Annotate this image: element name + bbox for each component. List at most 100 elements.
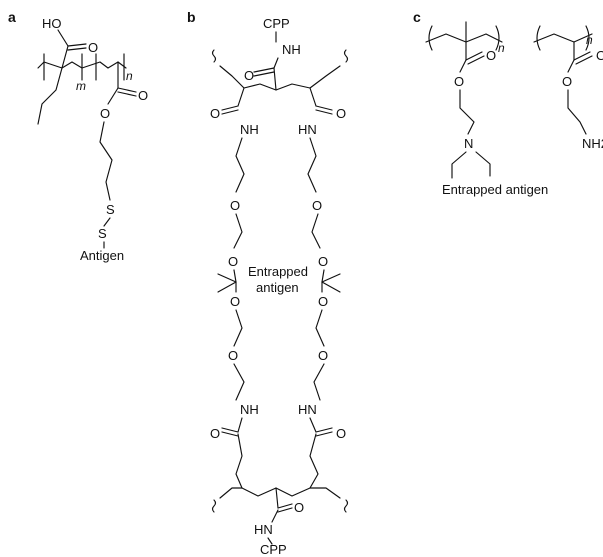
panel-b-bond-left-co2	[221, 109, 239, 115]
panel-b-wavy-bottom-left	[211, 499, 217, 513]
panel-b-bond-bottom-co2	[277, 507, 293, 513]
panel-b-bond-lb-co	[221, 427, 239, 433]
panel-b-bond-c-center	[273, 67, 277, 91]
panel-b-wavy-top-right	[343, 49, 349, 63]
panel-b-hn-bottom: HN	[254, 522, 273, 537]
panel-a-o1: O	[88, 40, 98, 55]
panel-a-s1: S	[106, 202, 115, 217]
panel-c-bracket-1b	[495, 25, 500, 51]
panel-b-right-ketal-up	[321, 269, 325, 283]
panel-b-nh-top: NH	[282, 42, 301, 57]
panel-c-bond-co-1b	[467, 55, 485, 65]
panel-c-bracket-1a	[428, 25, 433, 51]
panel-b-right-ketal-me2	[321, 281, 341, 293]
panel-a-linker	[99, 121, 113, 201]
panel-b-bond-lb-amide	[237, 417, 243, 433]
panel-b-right-chain-1	[307, 137, 317, 193]
panel-c-backbone-1	[425, 33, 503, 43]
panel-c-bond-co-2	[573, 51, 591, 61]
panel-b-bond-bottom-c	[275, 487, 279, 509]
panel-a-bond-co2	[67, 47, 87, 51]
panel-b-bond-hn-cpp	[267, 537, 273, 545]
panel-b-left-ketal-me2	[217, 281, 237, 293]
panel-b-right-chain-4	[313, 363, 325, 401]
panel-b-bond-bottom-hn	[271, 509, 279, 523]
panel-a-bond-co	[67, 43, 87, 47]
panel-b-o-right-amide: O	[336, 106, 346, 121]
panel-c-o4: O	[562, 74, 572, 89]
panel-c-n-amine: N	[464, 136, 473, 151]
panel-a-bond-co-ester	[117, 87, 137, 93]
panel-b-right-bottom-chain	[309, 433, 319, 489]
panel-b-left-ketal-up	[233, 269, 237, 283]
panel-c-ethyl-linker	[459, 89, 475, 135]
panel-b-nh-left: NH	[240, 122, 259, 137]
panel-a-n: n	[126, 69, 133, 83]
panel-c-o1: O	[486, 48, 496, 63]
panel-a-o2: O	[138, 88, 148, 103]
panel-b-o-r3: O	[318, 294, 328, 309]
panel-b-cpp-bottom: CPP	[260, 542, 287, 557]
panel-c-bond-co-2b	[575, 55, 593, 65]
panel-c-bond-co-1	[465, 51, 483, 61]
panel-b-bond-right-amide	[309, 87, 317, 107]
panel-b-o-r2: O	[318, 254, 328, 269]
panel-b-left-chain-2	[233, 213, 243, 249]
panel-b-left-bottom-chain	[235, 433, 243, 489]
panel-a-m: m	[76, 79, 86, 93]
panel-b-o-bottom: O	[294, 500, 304, 515]
panel-a-o3: O	[100, 106, 110, 121]
panel-b-bond-rb-co2	[315, 431, 333, 437]
panel-b-left-chain-1	[235, 137, 245, 193]
panel-c-backbone-2	[533, 33, 593, 43]
panel-a-label: a	[8, 9, 16, 25]
panel-b-bond-bottom-co	[277, 503, 293, 509]
panel-c-amine-linker	[567, 89, 587, 135]
panel-b-bond-rb-co	[315, 427, 333, 433]
panel-a: a m n HO O O O S S Antigen	[8, 9, 148, 263]
panel-c-label: c	[413, 9, 421, 25]
panel-b-right-ketal-me1	[321, 273, 341, 283]
panel-a-ho: HO	[42, 16, 62, 31]
panel-a-bond-o	[107, 87, 119, 105]
panel-c-ethyl-right	[475, 151, 491, 177]
panel-a-propyl	[37, 67, 63, 125]
panel-b-left-chain-4	[233, 363, 245, 401]
panel-b-hn-right: HN	[298, 122, 317, 137]
panel-c: c n O O N n O O NH2 Entrapped antigen	[413, 9, 603, 197]
panel-c-nh2: NH2	[582, 136, 603, 151]
panel-b-left-chain-3	[233, 309, 243, 347]
panel-a-antigen: Antigen	[80, 248, 124, 263]
panel-a-bond-oh	[57, 29, 69, 47]
panel-b-bond-right-co	[315, 105, 333, 111]
panel-b-o-right-bottom: O	[336, 426, 346, 441]
panel-b-bond-left-amide	[237, 87, 245, 107]
panel-b-wavy-bottom-right	[343, 499, 349, 513]
panel-b-bond-rb-amide	[309, 417, 317, 433]
panel-b-o-l2: O	[228, 254, 238, 269]
panel-b-antigen: antigen	[256, 280, 299, 295]
panel-a-bond-acid	[61, 45, 69, 69]
panel-b-entrapped: Entrapped	[248, 264, 308, 279]
panel-c-n2: n	[586, 33, 593, 47]
panel-b-o-l4: O	[228, 348, 238, 363]
panel-b-hn-right-bottom: HN	[298, 402, 317, 417]
panel-b-bond-right-co2	[315, 109, 333, 115]
panel-a-ss-bond	[103, 217, 111, 227]
panel-b-wavy-top-left	[211, 49, 217, 63]
panel-a-s2: S	[98, 226, 107, 241]
panel-c-bond-ester-1	[459, 59, 467, 73]
panel-c-caption: Entrapped antigen	[442, 182, 548, 197]
panel-b-bond-co	[253, 67, 275, 73]
panel-b-bond-nh-c	[273, 57, 279, 69]
panel-b-o-left-amide: O	[210, 106, 220, 121]
panel-b-right-chain-3	[315, 309, 325, 347]
panel-b-bottom-backbone	[219, 487, 341, 499]
panel-b-o-r4: O	[318, 348, 328, 363]
panel-b-left-ketal-me1	[217, 273, 237, 283]
panel-c-bracket-2a	[536, 25, 541, 51]
panel-b-top-backbone	[219, 65, 341, 91]
panel-a-bond-co-ester2	[117, 91, 137, 97]
